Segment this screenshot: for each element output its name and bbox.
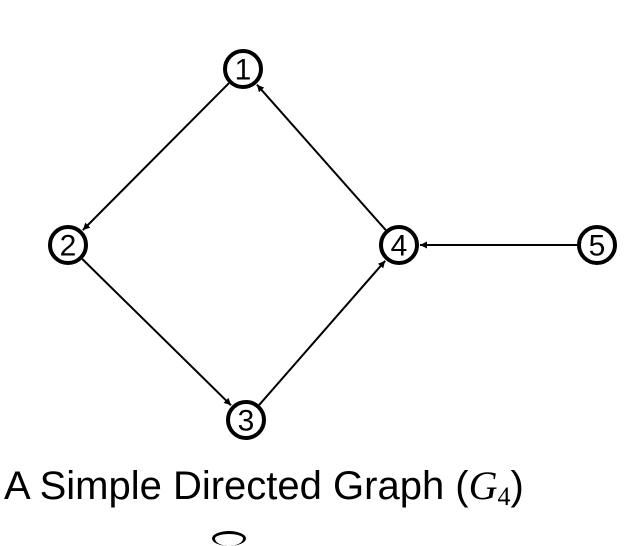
edge-1-to-2 xyxy=(82,82,230,231)
node-2-circle xyxy=(48,225,88,265)
node-4-circle xyxy=(379,225,419,265)
nodes-layer: 1 2 3 4 5 xyxy=(48,49,617,440)
edge-2-to-3 xyxy=(81,258,232,406)
node-3: 3 xyxy=(226,400,266,440)
node-2: 2 xyxy=(48,225,88,265)
node-1: 1 xyxy=(223,49,263,89)
node-3-circle xyxy=(226,400,266,440)
node-1-circle xyxy=(223,49,263,89)
node-4-label: 4 xyxy=(391,230,408,263)
partial-circle-shape xyxy=(212,531,246,546)
node-5: 5 xyxy=(577,225,617,265)
node-5-label: 5 xyxy=(589,230,606,263)
node-3-label: 3 xyxy=(238,405,255,438)
node-5-circle xyxy=(577,225,617,265)
caption-graph-symbol: G xyxy=(468,463,498,508)
node-2-label: 2 xyxy=(60,230,77,263)
node-1-label: 1 xyxy=(235,54,252,87)
edge-4-to-1 xyxy=(256,84,387,231)
node-4: 4 xyxy=(379,225,419,265)
caption-prefix: A Simple Directed Graph ( xyxy=(4,464,469,508)
edges-layer xyxy=(81,82,577,406)
caption-suffix: ) xyxy=(510,464,524,508)
edge-3-to-4 xyxy=(258,260,386,406)
caption-graph-subscript: 4 xyxy=(497,482,511,511)
graph-caption: A Simple Directed Graph (G4) xyxy=(4,458,524,514)
